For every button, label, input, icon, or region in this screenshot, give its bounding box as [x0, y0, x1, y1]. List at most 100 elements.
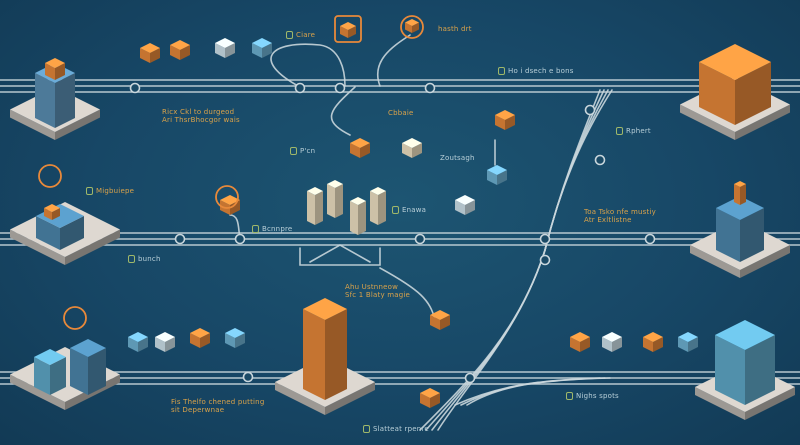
mini-building-top [420, 388, 440, 398]
roof-ornament-right [55, 63, 65, 80]
mini-building-top [252, 38, 272, 48]
framed-crate-top [340, 22, 356, 30]
plate-top-right-right [735, 104, 790, 140]
road-node-icon [242, 371, 254, 383]
road-node-icon [539, 233, 551, 245]
mini-building-top [602, 332, 622, 342]
branch-road [330, 86, 356, 136]
marker-icon [86, 187, 93, 195]
marker-icon [616, 127, 623, 135]
mini-building-top [128, 332, 148, 342]
road-node-icon [234, 233, 246, 245]
mini-building-top [220, 195, 240, 205]
building-orange-tower-right [325, 309, 347, 400]
road-node-icon [294, 82, 306, 94]
road-line [0, 382, 800, 386]
road-line [0, 90, 800, 94]
plate-bottom-left-left [10, 374, 65, 410]
label-line: Ahu Ustnneow [345, 283, 398, 291]
building-orange-tower-left [303, 309, 325, 400]
mini-building-top [215, 38, 235, 48]
server-tower-left [350, 201, 358, 235]
mini-building-top [140, 43, 160, 53]
label-text: Ciare [296, 31, 316, 39]
marker-icon [498, 67, 505, 75]
server-tower-right [335, 184, 343, 218]
road-node-icon [424, 82, 436, 94]
plate-mid-left-left [10, 229, 65, 265]
building-orange-hall-right [735, 62, 771, 125]
road-node-icon [464, 372, 476, 384]
label-pcn: P'cn [290, 147, 315, 155]
label-text: Nighs spots [576, 392, 619, 400]
highlight-frame-icon [334, 15, 362, 43]
marker-icon [363, 425, 370, 433]
building-blue-station-left [716, 208, 740, 262]
hub-road [309, 244, 371, 263]
highlight-ring-icon [63, 306, 87, 330]
label-line: Sfc 1 Blaty magie [345, 291, 411, 299]
spire-left [734, 184, 740, 205]
building-orange-tower-top [303, 298, 347, 320]
server-tower-right [358, 201, 366, 235]
road-node-icon [334, 82, 346, 94]
building-medium-top [70, 339, 106, 357]
label-line: sit Deperwnae [171, 406, 225, 414]
label-slatteat: Slatteat rpenre [363, 425, 429, 433]
highlight-ring-icon [38, 164, 62, 188]
building-blue-tower-right [55, 73, 75, 128]
label-line: Toa Tsko nfe mustiy [584, 208, 656, 216]
road-node-icon [539, 254, 551, 266]
building-small-right [50, 357, 66, 395]
label-nighs: Nighs spots [566, 392, 619, 400]
building-blue-station-top [716, 196, 764, 220]
road-line [0, 243, 800, 247]
mini-building-top [402, 138, 422, 148]
road-node-icon [414, 233, 426, 245]
mini-building-top [487, 165, 507, 175]
ringed-crate-top [405, 19, 419, 26]
label-text: P'cn [300, 147, 316, 155]
loop-road [270, 43, 346, 88]
mini-building-top [455, 195, 475, 205]
road-node-icon [174, 233, 186, 245]
building-small-top [34, 349, 66, 365]
mini-building-top [225, 328, 245, 338]
label-text: Slatteat rpenre [373, 425, 429, 433]
building-orange-hall-top [699, 44, 771, 80]
server-tower-top [327, 180, 343, 188]
building-medium-left [70, 348, 88, 395]
label-line: Ricx Ckl to durgeod [162, 108, 235, 116]
label-ho-dsech: Ho i dsech e bons [498, 67, 574, 75]
marker-icon [290, 147, 297, 155]
building-low-blue-right [60, 216, 84, 250]
building-medium-right [88, 348, 106, 395]
label-text: Rphert [626, 127, 651, 135]
mini-building-top [350, 138, 370, 148]
marker-icon [566, 392, 573, 400]
road-line [0, 84, 800, 88]
mini-building-top [570, 332, 590, 342]
server-tower-right [378, 191, 386, 225]
marker-icon [252, 225, 259, 233]
road-line [0, 78, 800, 82]
road-node-icon [644, 233, 656, 245]
server-tower-left [327, 184, 335, 218]
spire-right [740, 184, 746, 205]
label-hasth: hasth drt [438, 25, 472, 33]
diagonal-road [437, 89, 613, 431]
highlight-ring-icon [215, 185, 239, 209]
spire-top [734, 181, 746, 187]
plate-bottom-right-right [745, 387, 795, 420]
mini-building-top [190, 328, 210, 338]
road-line [0, 370, 800, 374]
building-blue-tower-left [35, 73, 55, 128]
server-tower-left [370, 191, 378, 225]
label-text: Ho i dsech e bons [508, 67, 574, 75]
mini-building-top [170, 40, 190, 50]
mini-building-top [678, 332, 698, 342]
label-bunch: bunch [128, 255, 161, 263]
